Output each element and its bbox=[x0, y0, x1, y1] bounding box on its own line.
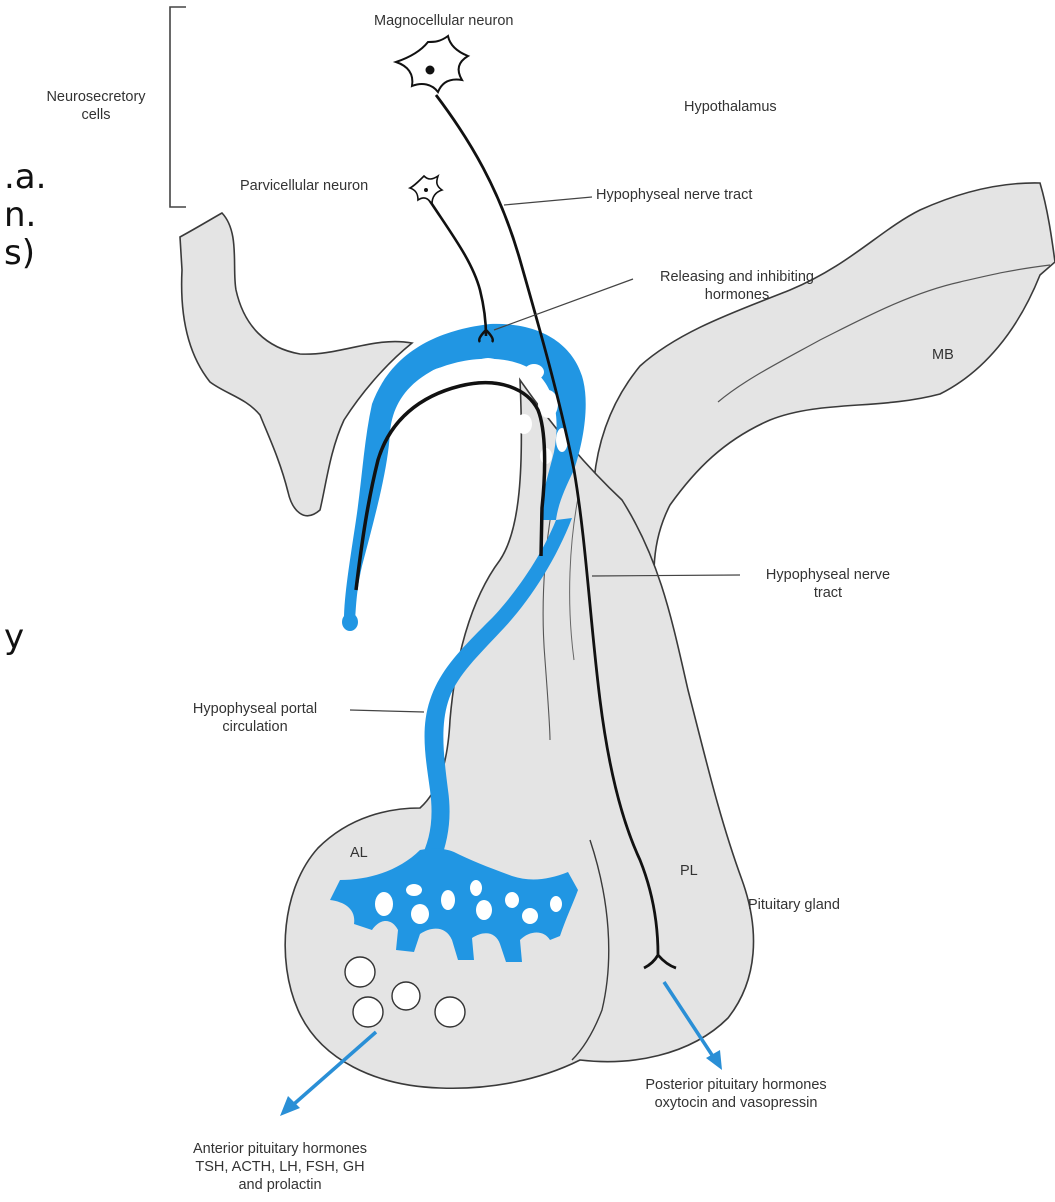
parvicellular-axon-upper bbox=[426, 195, 493, 342]
edge-text-fragment-3: s) bbox=[4, 236, 35, 270]
edge-text-fragment-2: n. bbox=[4, 198, 36, 232]
neurosecretory-label-line2: cells bbox=[16, 106, 176, 124]
anterior-hormones-label: Anterior pituitary hormones TSH, ACTH, L… bbox=[146, 1140, 414, 1194]
al-label: AL bbox=[350, 844, 368, 862]
neurosecretory-label-line1: Neurosecretory bbox=[16, 88, 176, 106]
neurosecretory-label: Neurosecretory cells bbox=[16, 88, 176, 124]
nerve-tract-mid-line1: Hypophyseal nerve bbox=[742, 566, 914, 584]
edge-text-fragment-4: y bbox=[4, 620, 24, 654]
releasing-inhibiting-label: Releasing and inhibiting hormones bbox=[624, 268, 850, 304]
hypothalamus-label: Hypothalamus bbox=[684, 98, 777, 116]
hypophyseal-nerve-tract-mid-label: Hypophyseal nerve tract bbox=[742, 566, 914, 602]
magnocellular-label: Magnocellular neuron bbox=[374, 12, 513, 30]
anterior-label-line3: and prolactin bbox=[146, 1176, 414, 1194]
mb-label: MB bbox=[932, 346, 954, 364]
pituitary-gland-label: Pituitary gland bbox=[748, 896, 840, 914]
portal-label-line1: Hypophyseal portal bbox=[162, 700, 348, 718]
nerve-tract-mid-line2: tract bbox=[742, 584, 914, 602]
anterior-label-line1: Anterior pituitary hormones bbox=[146, 1140, 414, 1158]
posterior-label-line2: oxytocin and vasopressin bbox=[608, 1094, 864, 1112]
portal-circulation-label: Hypophyseal portal circulation bbox=[162, 700, 348, 736]
hypophyseal-nerve-tract-top-label: Hypophyseal nerve tract bbox=[596, 186, 752, 204]
portal-label-line2: circulation bbox=[162, 718, 348, 736]
parvicellular-label: Parvicellular neuron bbox=[240, 177, 368, 195]
releasing-label-line1: Releasing and inhibiting bbox=[624, 268, 850, 286]
magnocellular-neuron bbox=[396, 36, 468, 92]
edge-text-fragment-1: .a. bbox=[4, 160, 46, 194]
posterior-hormones-label: Posterior pituitary hormones oxytocin an… bbox=[608, 1076, 864, 1112]
posterior-label-line1: Posterior pituitary hormones bbox=[608, 1076, 864, 1094]
pl-label: PL bbox=[680, 862, 698, 880]
releasing-label-line2: hormones bbox=[624, 286, 850, 304]
anterior-label-line2: TSH, ACTH, LH, FSH, GH bbox=[146, 1158, 414, 1176]
